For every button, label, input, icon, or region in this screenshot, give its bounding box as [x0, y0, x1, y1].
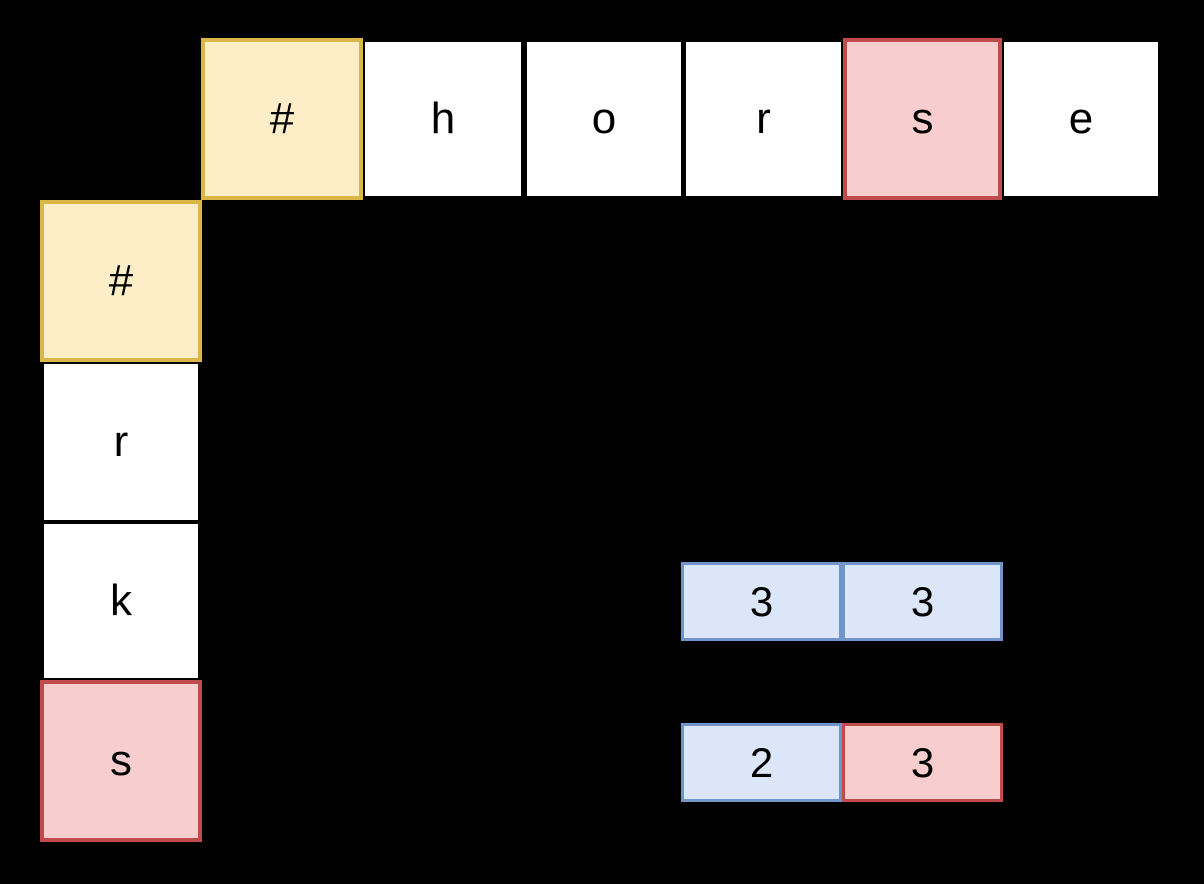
- column-header-cell-0: #: [201, 38, 363, 200]
- value-cell-0: 3: [681, 562, 842, 641]
- value-cell-1: 3: [842, 562, 1003, 641]
- row-header-cell-3: s: [40, 680, 202, 842]
- column-header-cell-5: e: [1002, 40, 1160, 198]
- column-header-cell-4: s: [843, 38, 1002, 200]
- value-cell-2: 2: [681, 723, 842, 802]
- row-header-cell-2: k: [42, 522, 200, 680]
- row-header-cell-0: #: [40, 200, 202, 362]
- column-header-cell-2: o: [525, 40, 683, 198]
- column-header-cell-3: r: [684, 40, 843, 198]
- column-header-cell-1: h: [363, 40, 523, 198]
- row-header-cell-1: r: [42, 362, 200, 522]
- value-cell-3: 3: [842, 723, 1003, 802]
